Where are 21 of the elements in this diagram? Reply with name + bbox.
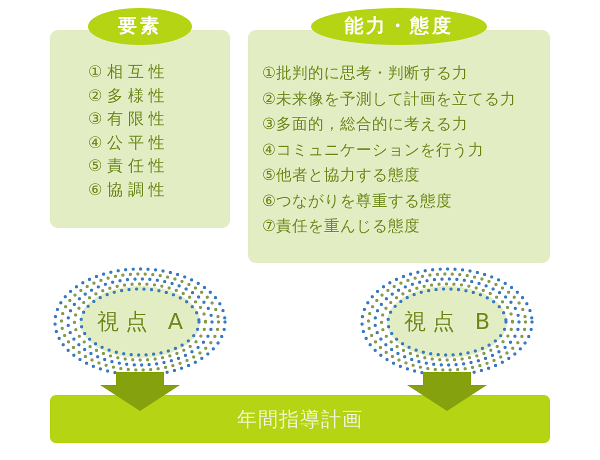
plan-label: 年間指導計画 <box>237 406 363 433</box>
block-arrow <box>100 372 180 411</box>
heading-pill: 要素 <box>88 8 192 45</box>
list-item: ①批判的に思考・判断する力 <box>262 63 469 83</box>
list-item: ⑤責任性 <box>88 156 170 176</box>
list-item: ③有限性 <box>88 109 170 129</box>
list-item: ①相互性 <box>88 62 170 82</box>
list-item: ③多面的，総合的に考える力 <box>262 114 469 134</box>
list-item: ②未来像を予測して計画を立てる力 <box>262 88 516 108</box>
viewpoint-label: 視点 A <box>96 308 190 336</box>
list-item: ④コミュニケーションを行う力 <box>262 140 485 160</box>
list-item: ⑥協調性 <box>88 180 170 200</box>
heading-pill: 能力・態度 <box>311 8 487 45</box>
list-item: ⑤他者と協力する態度 <box>262 165 421 185</box>
plan-bar <box>50 395 550 443</box>
list-item: ②多様性 <box>88 86 170 106</box>
list-item: ⑦責任を重んじる態度 <box>262 216 421 236</box>
block-arrow <box>407 372 487 411</box>
viewpoint-label: 視点 B <box>403 308 497 336</box>
list-item: ④公平性 <box>88 132 170 152</box>
list-item: ⑥つながりを尊重する態度 <box>262 190 453 210</box>
